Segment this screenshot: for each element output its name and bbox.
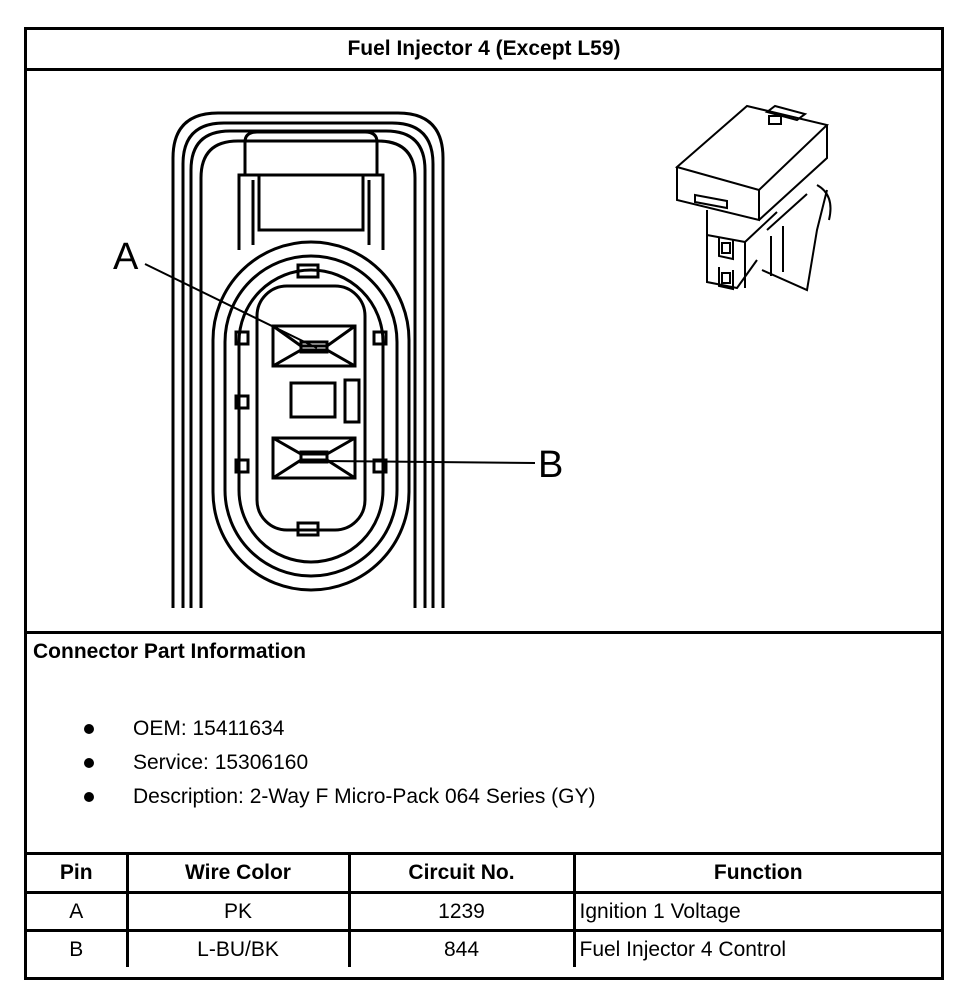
bullet-icon [84, 792, 94, 802]
pin-label-b: B [538, 444, 563, 486]
cell-wire-color: L-BU/BK [125, 929, 351, 967]
sheet-title: Fuel Injector 4 (Except L59) [347, 37, 621, 60]
pin-table: Pin Wire Color Circuit No. Function A PK… [27, 852, 941, 967]
connector-info-heading: Connector Part Information [33, 640, 307, 663]
table-row: B L-BU/BK 844 Fuel Injector 4 Control [27, 929, 941, 967]
table-row: A PK 1239 Ignition 1 Voltage [27, 891, 941, 932]
connector-diagram: A B [113, 104, 832, 608]
connector-face-view [144, 111, 536, 608]
header-wire-color: Wire Color [125, 852, 351, 894]
bullet-icon [84, 724, 94, 734]
cavity-a [271, 324, 357, 368]
header-circuit-no: Circuit No. [347, 852, 576, 894]
header-pin: Pin [27, 852, 129, 894]
diagram-divider [27, 631, 941, 634]
leader-line-a [144, 263, 318, 349]
center-key [289, 381, 337, 419]
table-header-row: Pin Wire Color Circuit No. Function [27, 852, 941, 894]
cavity-b [271, 436, 357, 480]
connector-sheet: Fuel Injector 4 (Except L59) [24, 27, 944, 980]
cell-pin: B [27, 929, 129, 967]
pin-label-a: A [113, 236, 139, 278]
connector-iso-view [674, 104, 832, 292]
header-function: Function [572, 852, 941, 894]
cell-function: Ignition 1 Voltage [572, 891, 941, 932]
bullet-icon [84, 758, 94, 768]
cell-circuit-no: 1239 [347, 891, 576, 932]
cell-circuit-no: 844 [347, 929, 576, 967]
cell-wire-color: PK [125, 891, 351, 932]
title-divider [27, 68, 941, 71]
cell-function: Fuel Injector 4 Control [572, 929, 941, 967]
cell-pin: A [27, 891, 129, 932]
leader-line-b [322, 460, 536, 464]
